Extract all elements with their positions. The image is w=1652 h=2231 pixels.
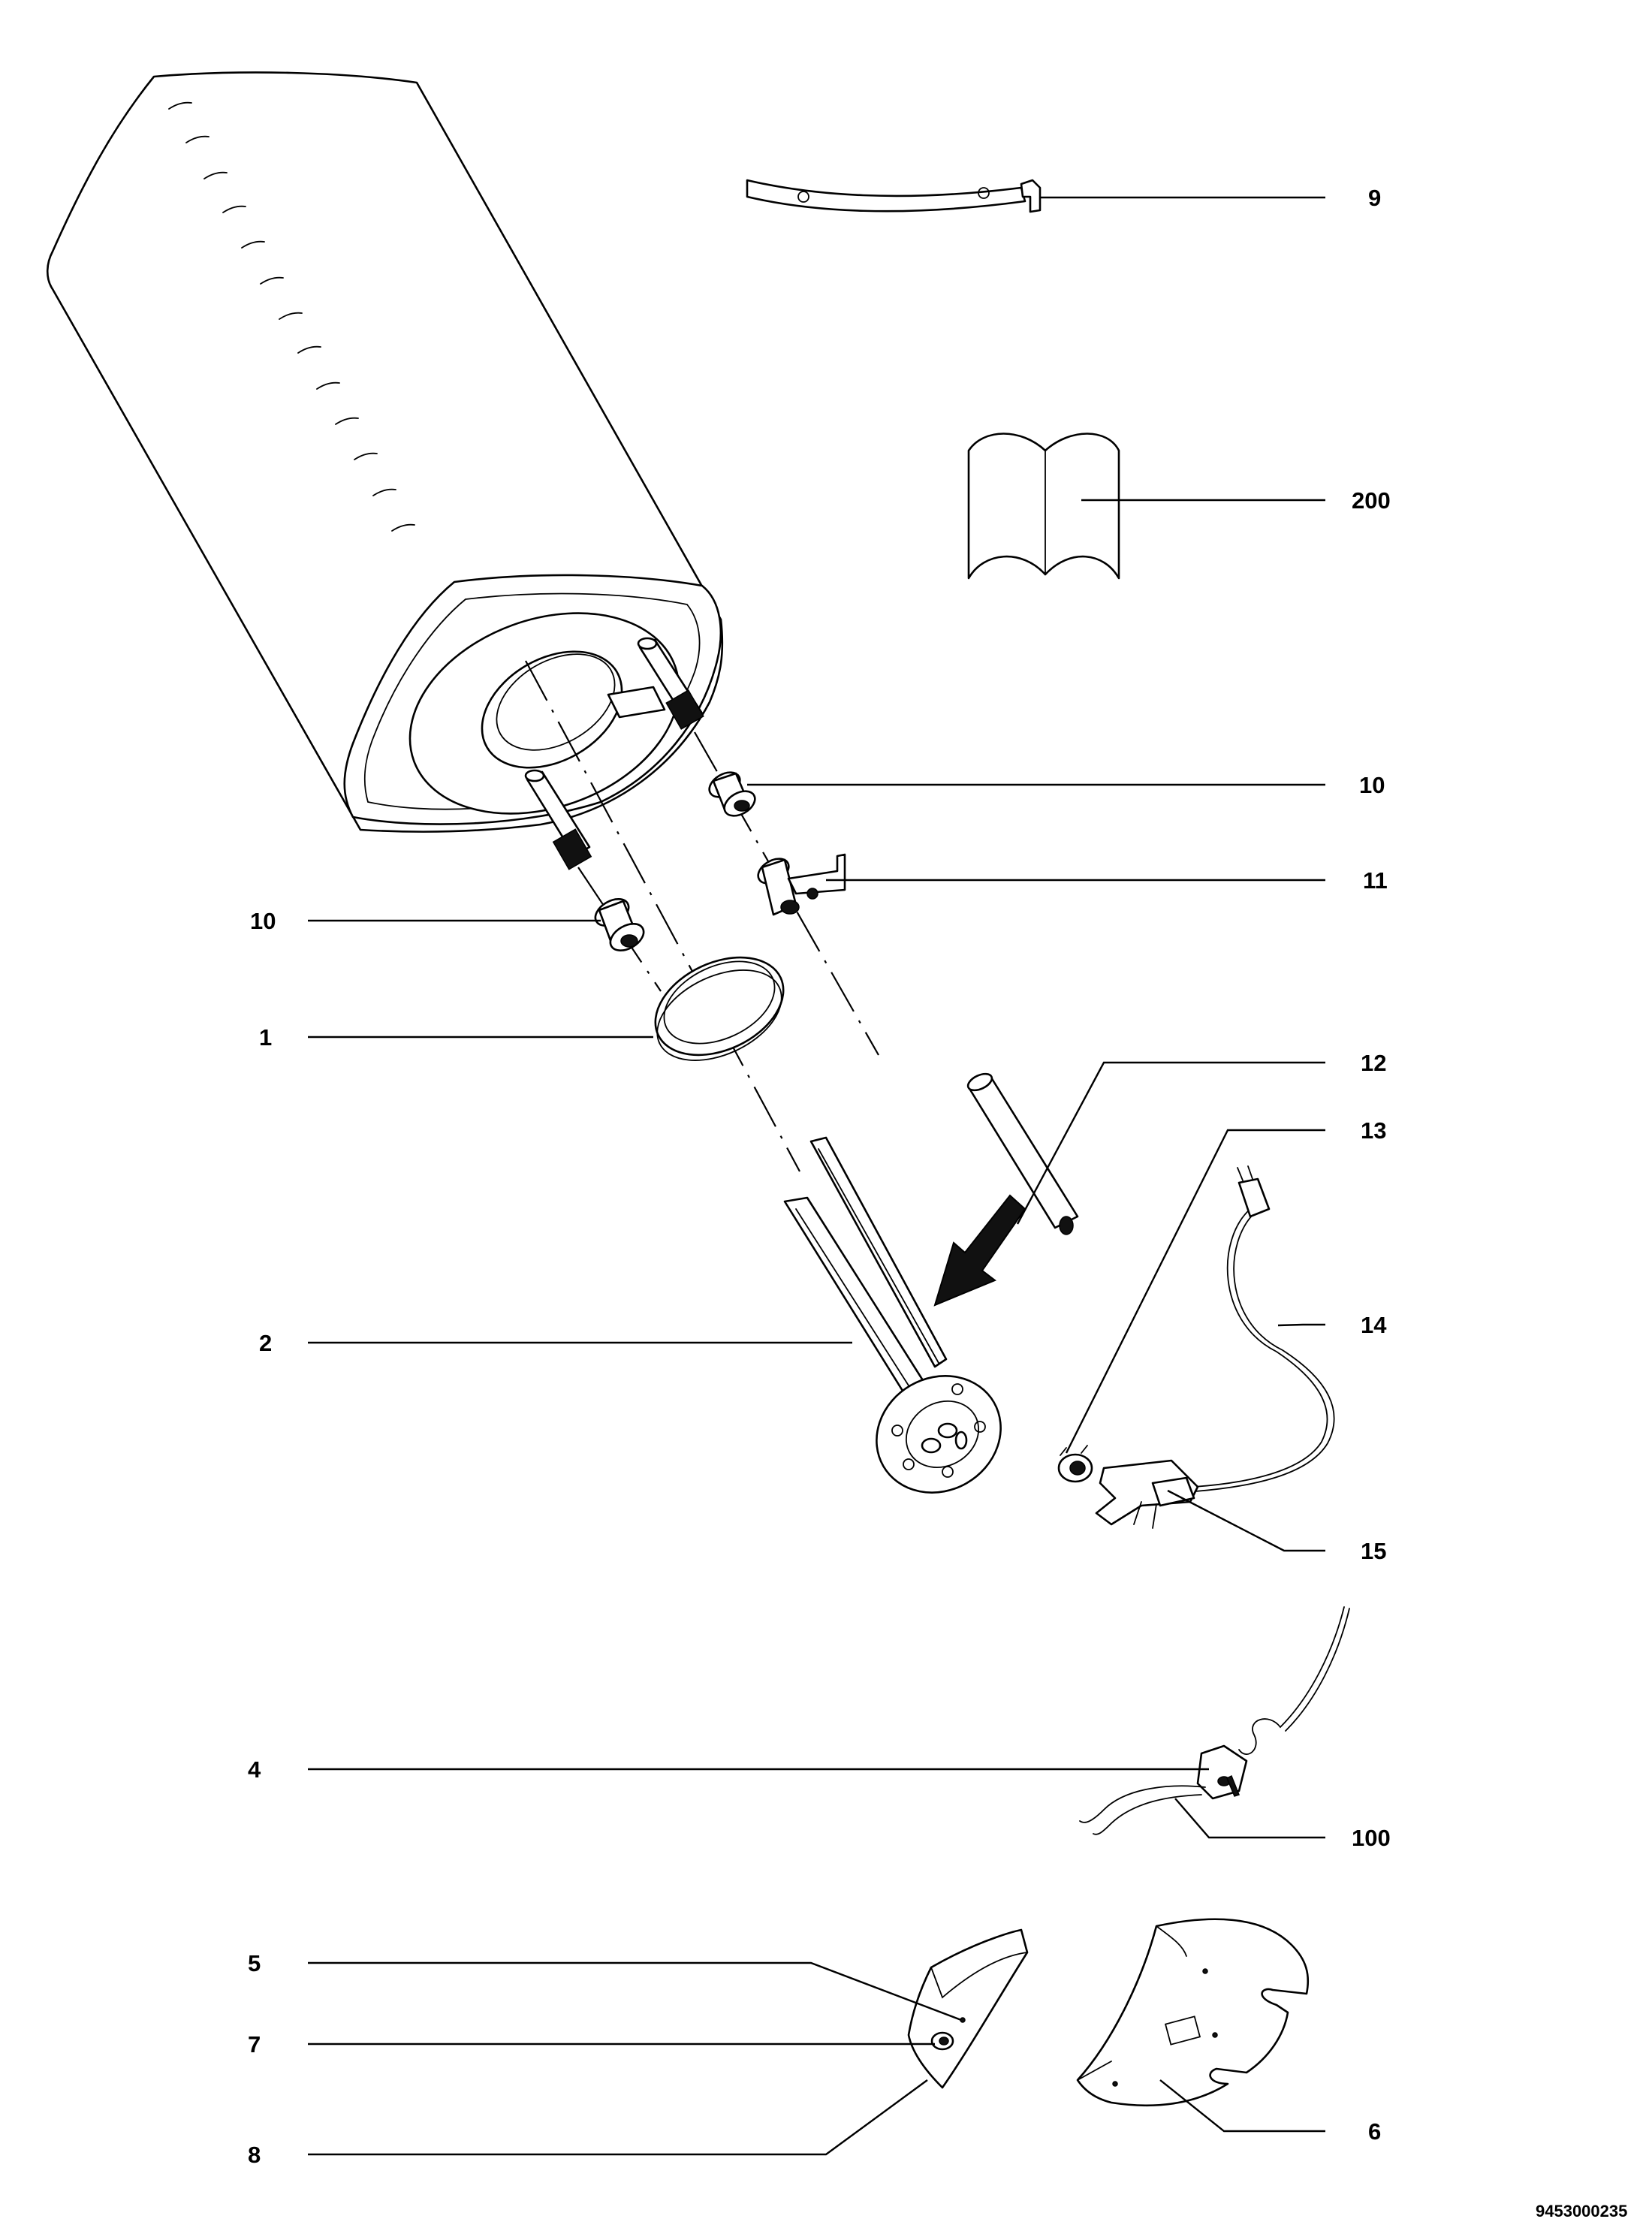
valve-part-11	[757, 853, 846, 916]
front-cover-part-5	[907, 1928, 1029, 2089]
heating-element-part-2	[783, 1136, 1002, 1494]
callout-14: 14	[1361, 1312, 1387, 1338]
anode-part-12	[966, 1072, 1079, 1235]
fitting-part-10-left	[594, 898, 645, 951]
center-axis	[525, 660, 800, 1172]
callout-4: 4	[248, 1756, 261, 1783]
callout-6: 6	[1368, 2118, 1381, 2145]
strap-part-9	[746, 179, 1042, 213]
water-heater-tank	[46, 71, 724, 833]
callout-13: 13	[1361, 1117, 1386, 1144]
inlet-pipe-right	[637, 637, 704, 730]
callout-200: 200	[1352, 487, 1391, 514]
manual-part-200	[967, 433, 1120, 580]
callout-1: 1	[259, 1024, 272, 1051]
callout-15: 15	[1361, 1538, 1386, 1564]
pipe-axis-right	[694, 731, 879, 1056]
callout-12: 12	[1361, 1050, 1386, 1076]
callout-7: 7	[248, 2031, 261, 2058]
callout-11: 11	[1363, 867, 1388, 894]
callout-2: 2	[259, 1330, 272, 1356]
callout-100: 100	[1352, 1825, 1391, 1851]
thermostat-part-4	[1079, 1606, 1350, 1835]
callout-10-left: 10	[250, 908, 276, 934]
cover-plate-part-6	[1076, 1918, 1310, 2107]
outlet-pipe-left	[524, 769, 592, 870]
callout-10-right: 10	[1359, 772, 1385, 798]
leader-lines	[308, 196, 1325, 2156]
callout-9: 9	[1368, 185, 1381, 211]
callout-8: 8	[248, 2142, 261, 2168]
terminal-part-15	[1095, 1459, 1199, 1529]
callout-5: 5	[248, 1950, 261, 1976]
gasket-part-1	[654, 956, 785, 1061]
callout-labels: 9 200 10 11 10 1 12 13 14 2 15 4 100 5 7…	[248, 185, 1627, 2220]
power-cable-part-14	[1193, 1165, 1335, 1492]
fitting-part-10-right	[708, 771, 756, 817]
direction-arrow	[933, 1194, 1026, 1307]
thermostat-part-13	[1057, 1445, 1093, 1483]
drawing-code: 9453000235	[1536, 2202, 1627, 2220]
